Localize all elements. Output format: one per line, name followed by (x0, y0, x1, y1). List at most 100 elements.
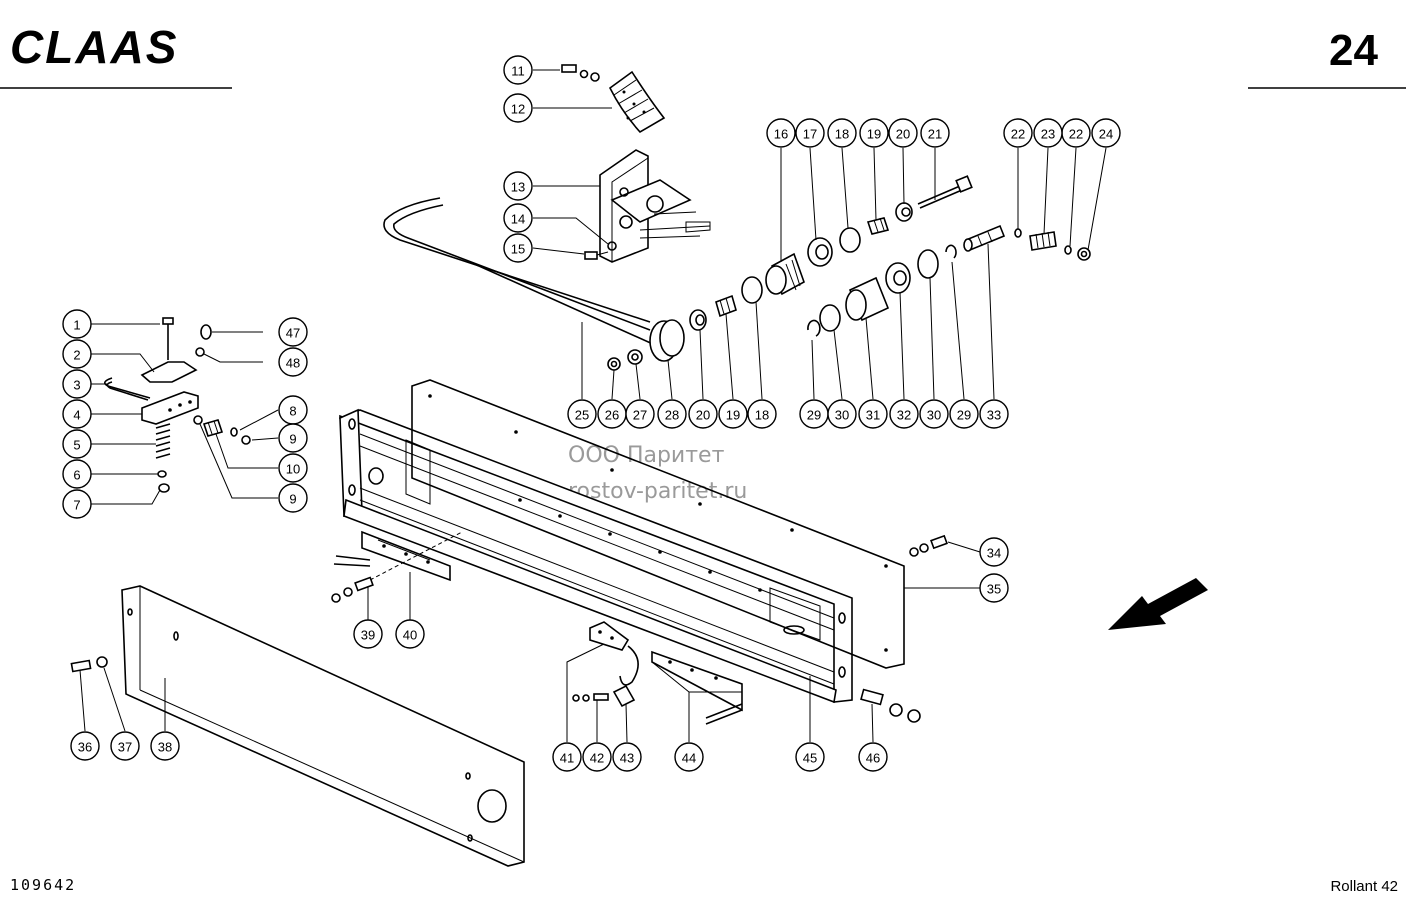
callout-14: 14 (503, 203, 533, 233)
callout-circle (1033, 118, 1063, 148)
callout-circle (979, 399, 1009, 429)
callout-26: 26 (597, 399, 627, 429)
callout-number: 30 (927, 408, 941, 423)
callout-44: 44 (674, 742, 704, 772)
watermark-url: rostov-paritet.ru (568, 479, 747, 504)
callout-circle (62, 399, 92, 429)
callout-circle (278, 317, 308, 347)
callout-circle (827, 399, 857, 429)
ring-48 (195, 347, 205, 357)
callout-circle (747, 399, 777, 429)
part-drawings (70, 64, 1208, 867)
callout-number: 29 (957, 408, 971, 423)
callout-circle (567, 399, 597, 429)
callout-25: 25 (567, 399, 597, 429)
callout-circle (795, 742, 825, 772)
nut-26 (607, 357, 621, 371)
callout-number: 11 (511, 64, 525, 79)
callout-circle (1091, 118, 1121, 148)
callout-number: 19 (726, 408, 740, 423)
callout-circle (859, 118, 889, 148)
callout-number: 31 (866, 408, 880, 423)
callout-29: 29 (799, 399, 829, 429)
nut-20-lower (689, 309, 707, 331)
callout-22: 22 (1061, 118, 1091, 148)
callout-circle (62, 489, 92, 519)
callout-number: 17 (803, 127, 817, 142)
callout-37: 37 (110, 731, 140, 761)
callout-number: 30 (835, 408, 849, 423)
callout-circle (278, 347, 308, 377)
callout-number: 9 (289, 432, 296, 447)
callout-29: 29 (949, 399, 979, 429)
callout-number: 23 (1041, 127, 1055, 142)
callout-19: 19 (859, 118, 889, 148)
callout-circle (612, 742, 642, 772)
callout-circle (979, 573, 1009, 603)
callout-circle (62, 339, 92, 369)
washer-22-left (1014, 228, 1022, 238)
bushing-31 (845, 276, 890, 322)
callout-33: 33 (979, 399, 1009, 429)
spring-5 (155, 423, 171, 459)
shaft-33 (963, 224, 1006, 252)
callout-circle (62, 459, 92, 489)
callout-circle (503, 93, 533, 123)
callout-number: 40 (403, 628, 417, 643)
callout-number: 27 (633, 408, 647, 423)
callout-circle (70, 731, 100, 761)
callout-number: 26 (605, 408, 619, 423)
callout-number: 32 (897, 408, 911, 423)
callout-circle (278, 453, 308, 483)
callout-42: 42 (582, 742, 612, 772)
page-number: 24 (1329, 26, 1378, 75)
callout-15: 15 (503, 233, 533, 263)
bracket-13 (599, 149, 711, 263)
bolt-21 (917, 175, 973, 209)
callout-circle (278, 483, 308, 513)
ring-30-right (917, 249, 939, 279)
callout-number: 15 (511, 242, 525, 257)
callout-circle (858, 399, 888, 429)
bracket-4 (141, 391, 199, 425)
callout-circle (718, 399, 748, 429)
callout-number: 36 (78, 740, 92, 755)
callout-number: 21 (928, 127, 942, 142)
callout-number: 7 (73, 498, 80, 513)
callout-18: 18 (827, 118, 857, 148)
callout-12: 12 (503, 93, 533, 123)
callout-number: 42 (590, 751, 604, 766)
callout-20: 20 (688, 399, 718, 429)
callout-circle (62, 309, 92, 339)
model-label: Rollant 42 (1330, 878, 1398, 895)
callout-number: 20 (896, 127, 910, 142)
callout-7: 7 (62, 489, 92, 519)
tension-rod-25 (383, 197, 656, 346)
callout-circle (979, 537, 1009, 567)
callout-number: 4 (73, 408, 80, 423)
callout-number: 39 (361, 628, 375, 643)
callout-19: 19 (718, 399, 748, 429)
callout-number: 22 (1069, 127, 1083, 142)
callout-circle (503, 233, 533, 263)
callout-number: 18 (835, 127, 849, 142)
callout-circle (1003, 118, 1033, 148)
callout-circle (110, 731, 140, 761)
callout-9: 9 (278, 483, 308, 513)
callout-number: 45 (803, 751, 817, 766)
callout-number: 33 (987, 408, 1001, 423)
callout-circle (858, 742, 888, 772)
callout-number: 6 (73, 468, 80, 483)
mounting-plate-44 (651, 650, 743, 725)
callout-number: 28 (665, 408, 679, 423)
callout-48: 48 (278, 347, 308, 377)
callout-circle (62, 369, 92, 399)
callout-11: 11 (503, 55, 533, 85)
callout-circle (766, 118, 796, 148)
callout-number: 8 (289, 404, 296, 419)
callout-38: 38 (150, 731, 180, 761)
callout-number: 19 (867, 127, 881, 142)
hook-3 (104, 377, 151, 401)
direction-arrow (1108, 578, 1208, 630)
callout-circle (795, 118, 825, 148)
